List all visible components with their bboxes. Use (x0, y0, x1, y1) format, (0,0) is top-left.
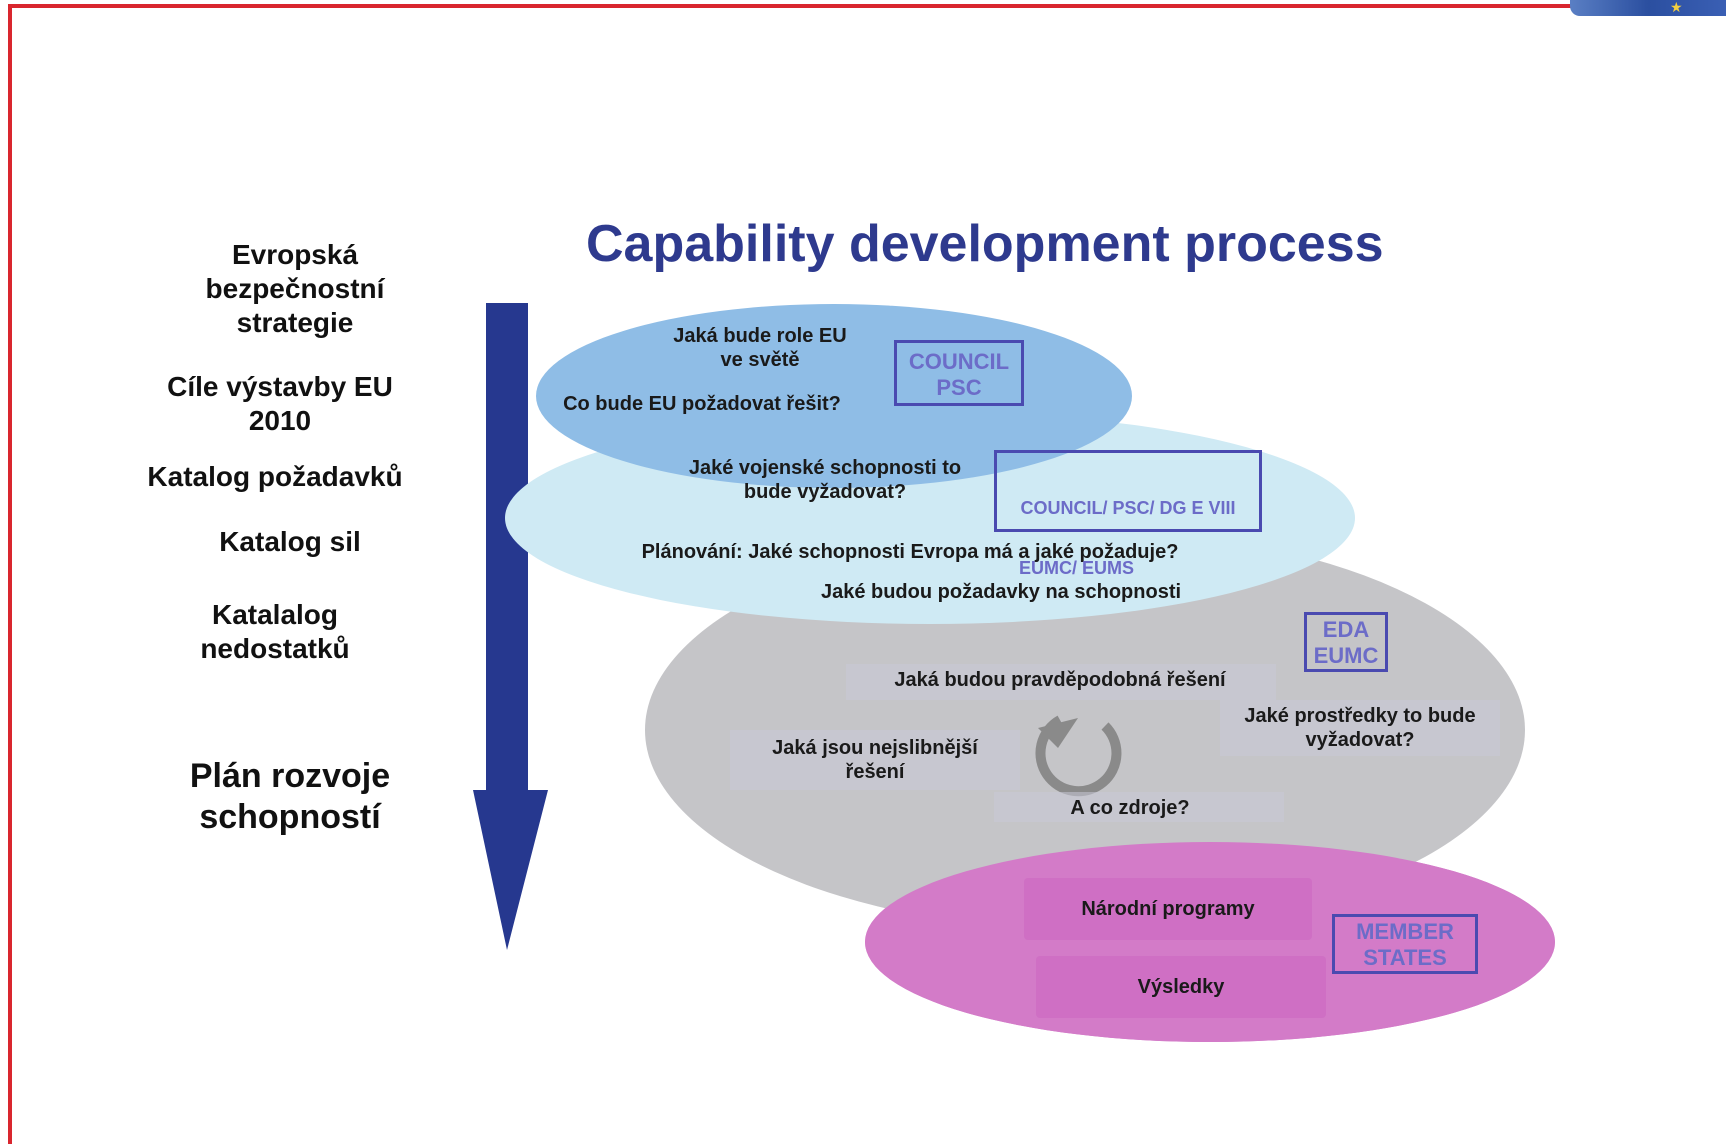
question-military-capabilities: Jaké vojenské schopnosti to bude vyžadov… (688, 457, 962, 503)
diagram-title: Capability development process (586, 215, 1384, 273)
eu-logo: ★ (1570, 0, 1726, 16)
question-means-required: Jaké prostředky to bude vyžadovat? (1244, 705, 1476, 751)
question-resources: A co zdroje? (1070, 797, 1190, 819)
step-security-strategy: Evropská bezpečnostní strategie (205, 239, 385, 338)
pill-means (1220, 700, 1500, 756)
tag-member-states: MEMBER STATES (1332, 914, 1478, 974)
question-planning: Plánování: Jaké schopnosti Evropa má a j… (641, 541, 1179, 563)
down-arrow-icon (473, 303, 548, 950)
question-eu-role: Jaká bude role EU ve světě (673, 325, 847, 371)
tag-council-psc: COUNCIL PSC (894, 340, 1024, 406)
step-capability-plan: Plán rozvoje schopností (189, 757, 391, 836)
tag-council-dg: COUNCIL/ PSC/ DG E VIII EUMC/ EUMS (994, 450, 1262, 578)
step-force-catalogue: Katalog sil (219, 526, 361, 557)
slide-frame (8, 4, 1726, 1144)
tag-council-dg-line2: EUMC/ EUMS (1019, 558, 1135, 578)
council-psc-ellipse (536, 304, 1132, 488)
question-capability-requirements: Jaké budou požadavky na schopnosti (820, 581, 1182, 603)
question-eu-demands: Co bude EU požadovat řešit? (563, 393, 841, 415)
pill-resources (994, 792, 1284, 822)
step-requirements-catalogue: Katalog požadavků (147, 461, 403, 492)
tag-eda-eumc: EDA EUMC (1304, 612, 1388, 672)
question-likely-solutions: Jaká budou pravděpodobná řešení (894, 669, 1226, 691)
pill-promising-solutions (730, 730, 1020, 790)
tag-council-dg-line1: COUNCIL/ PSC/ DG E VIII (1020, 498, 1236, 518)
box-results: Výsledky (1036, 956, 1326, 1018)
step-headline-goal: Cíle výstavby EU 2010 (167, 371, 393, 436)
pill-likely-solutions (846, 664, 1276, 700)
step-shortfall-catalogue: Katalalog nedostatků (200, 599, 350, 664)
box-national-programmes: Národní programy (1024, 878, 1312, 940)
question-promising-solutions: Jaká jsou nejslibnější řešení (772, 737, 978, 783)
circular-arrow-icon (1035, 715, 1122, 797)
